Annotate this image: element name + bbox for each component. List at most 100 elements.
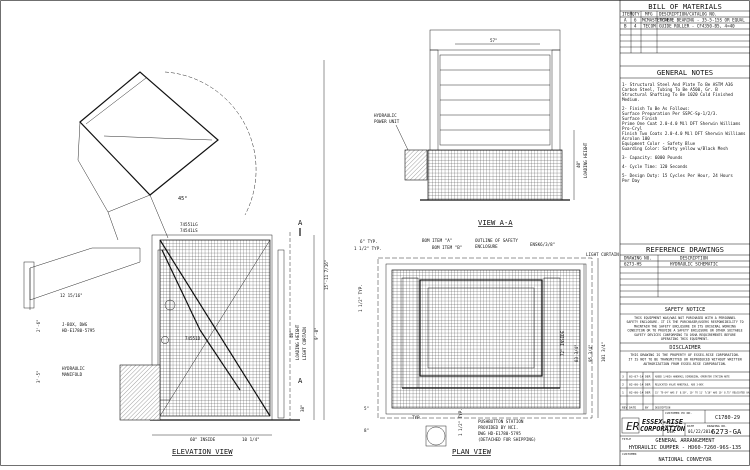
general-note-line: 3- Capacity: 6000 Pounds	[622, 155, 683, 160]
general-note-line: 2- Finish To Be As Follows:	[622, 106, 690, 111]
general-note-line: Medium.	[622, 97, 640, 102]
revision-cell: ADDED 1/4DIA HANDRAIL DIMENSION, OPERATO…	[655, 376, 730, 379]
svg-text:CUSTOMER: CUSTOMER	[622, 452, 637, 456]
general-note-line: Surface Finish	[622, 116, 658, 121]
svg-text:QTY: QTY	[632, 12, 640, 17]
revision-cell: RELOCATED VALVE MANIFOLD, ADD 3-BOX	[655, 384, 704, 387]
safety-notice-line: SAFETY ENCLOSURE. IT IS THE PURCHASER/US…	[626, 320, 743, 324]
hydraulic-manifold-block	[119, 364, 161, 421]
company-logo: ER	[626, 420, 640, 433]
safety-enclosure-outline	[377, 257, 593, 419]
svg-text:101 3/4": 101 3/4"	[601, 342, 606, 362]
revision-cell: 2	[622, 383, 624, 387]
svg-text:10 1/4": 10 1/4"	[242, 437, 260, 442]
svg-text:TYP.: TYP.	[412, 415, 422, 420]
general-notes-title: GENERAL NOTES	[657, 68, 713, 77]
svg-text:74541LS: 74541LS	[180, 228, 198, 233]
plan-view: 6" TYP. 1 1/2" TYP. BOM ITEM "A" BOM ITE…	[354, 238, 619, 456]
general-note-line: Acrolon 100	[622, 136, 650, 141]
general-note-line: Carbon Steel, Tubing To Be A500, Gr. B	[622, 87, 718, 92]
drawing-date: 01/22/2014	[688, 429, 714, 434]
svg-text:J-BOX, DWG: J-BOX, DWG	[62, 322, 88, 327]
right-panel: BILL OF MATERIALS ITEM QTY MFG DESCRIPTI…	[619, 0, 750, 466]
general-note-line: 4- Cycle Time: 120 Seconds	[622, 164, 688, 169]
svg-text:HYDRAULIC: HYDRAULIC	[62, 366, 85, 371]
svg-text:40": 40"	[289, 330, 294, 338]
safety-notice-line: MAINTAIN THE SAFETY ENCLOSURE IN ITS ORI…	[634, 324, 736, 328]
svg-text:MFG: MFG	[645, 12, 653, 17]
view-aa-title: VIEW A-A	[478, 218, 513, 227]
svg-text:83 3/4": 83 3/4"	[574, 344, 579, 362]
title-block: ER ESSEX-RISE CORPORATION CUSTOMER PO NO…	[620, 410, 750, 463]
angle-label: 45°	[178, 196, 187, 202]
svg-text:72" INSIDE: 72" INSIDE	[560, 330, 565, 356]
general-note-line: Finish Two Coats 2.0-4.0 Mil DFT Sherwin…	[622, 131, 746, 136]
svg-text:38": 38"	[300, 404, 305, 412]
elevation-view-title: ELEVATION VIEW	[172, 447, 233, 456]
general-note-line: Structural Shafting To Be 1020 Cold Fini…	[622, 92, 733, 97]
svg-text:B: B	[624, 24, 627, 29]
svg-text:HD-E1780-5795: HD-E1780-5795	[62, 328, 95, 333]
svg-text:6" TYP.: 6" TYP.	[360, 239, 378, 244]
svg-text:12 15/16": 12 15/16"	[60, 293, 83, 298]
revision-cell: 15' TO 64" WAS 5' 8.50", 10' TO 11' 7/16…	[655, 392, 750, 395]
svg-text:LIGHT CURTAIN: LIGHT CURTAIN	[302, 327, 307, 360]
svg-text:DRAWING NO.: DRAWING NO.	[707, 424, 727, 428]
hydraulic-power-unit	[404, 149, 428, 181]
svg-text:74551D: 74551D	[185, 336, 201, 341]
safety-notice-line: CONDITION OR TO PROVIDE A SAFETY ENCLOSU…	[627, 329, 742, 333]
disclaimer-line: IT IS NOT TO BE TRANSMITTED OR REPRODUCE…	[628, 357, 741, 361]
svg-text:9'-0": 9'-0"	[314, 327, 319, 340]
swing-arc	[164, 71, 257, 216]
general-note-line: Equipment Color - Safety Blue	[622, 141, 696, 146]
svg-text:DATE: DATE	[687, 424, 694, 428]
drawn-by: DER	[667, 429, 675, 434]
safety-notice-line: OPERATING THIS EQUIPMENT.	[661, 337, 709, 341]
disclaimer-title: DISCLAIMER	[669, 345, 701, 351]
revision-cell: 3	[622, 375, 624, 379]
view-aa: 57" HYDRAULIC POWER UNIT 40" LOADING HEI…	[374, 29, 588, 227]
svg-text:OUTLINE OF SAFETY: OUTLINE OF SAFETY	[475, 238, 518, 243]
svg-text:ITEM: ITEM	[622, 12, 633, 17]
safety-notice: SAFETY NOTICE THIS EQUIPMENT WAS/WAS NOT…	[620, 303, 750, 341]
discharge-chute	[29, 247, 141, 301]
revision-cell: DER	[645, 391, 651, 395]
general-note-line: Prime One Coat 2.0-4.0 Mil DFT Sherwin W…	[622, 121, 741, 126]
bill-of-materials: BILL OF MATERIALS ITEM QTY MFG DESCRIPTI…	[620, 2, 750, 54]
reference-drawings: REFERENCE DRAWINGS DRAWING NO. DESCRIPTI…	[620, 243, 750, 298]
svg-text:ENCLOSURE: ENCLOSURE	[475, 244, 498, 249]
revision-cell: 02-06-14	[629, 391, 644, 395]
revision-cell: REV	[622, 406, 628, 410]
svg-text:DESCRIPTION: DESCRIPTION	[680, 256, 708, 261]
svg-text:A: A	[624, 18, 627, 23]
drawing-number: 6273-GA	[711, 427, 742, 436]
svg-text:POWER UNIT: POWER UNIT	[374, 119, 400, 124]
safety-notice-line: SAFETY DEVICES CONFORMING TO OSHA REQUIR…	[634, 333, 736, 337]
reference-drawings-title: REFERENCE DRAWINGS	[646, 245, 724, 254]
revision-cell: BY	[645, 406, 649, 410]
svg-text:1 1/2" TYP.: 1 1/2" TYP.	[458, 408, 463, 436]
svg-text:4: 4	[634, 24, 637, 29]
general-note-line: Per Day	[622, 178, 640, 183]
tilted-hopper	[79, 71, 219, 196]
general-note-line: Pro-Cryl	[622, 126, 643, 131]
revision-cell: 02-06-14	[629, 383, 644, 387]
disclaimer-line: THIS DRAWING IS THE PROPERTY OF ESSEX-RI…	[630, 353, 739, 357]
svg-text:MANIFOLD: MANIFOLD	[62, 372, 83, 377]
svg-text:TYPE E BEARING - 35-5-15S OR E: TYPE E BEARING - 35-5-15S OR EQUAL	[659, 18, 745, 23]
company-name-line1: ESSEX-RISE	[642, 418, 684, 426]
svg-text:1 1/2" TYP.: 1 1/2" TYP.	[358, 284, 363, 312]
safety-notice-title: SAFETY NOTICE	[665, 307, 706, 313]
bom-title: BILL OF MATERIALS	[648, 2, 722, 11]
svg-text:95 3/4": 95 3/4"	[588, 344, 593, 362]
svg-text:HYDRAULIC: HYDRAULIC	[374, 113, 397, 118]
svg-text:MCMASTERCARR: MCMASTERCARR	[642, 18, 673, 23]
svg-text:1 1/2" TYP.: 1 1/2" TYP.	[354, 246, 382, 251]
general-notes: GENERAL NOTES 1- Structural Steel And Pl…	[620, 65, 750, 183]
revision-cell: 1	[622, 391, 624, 395]
svg-text:40": 40"	[576, 160, 581, 168]
svg-text:A: A	[298, 218, 303, 227]
